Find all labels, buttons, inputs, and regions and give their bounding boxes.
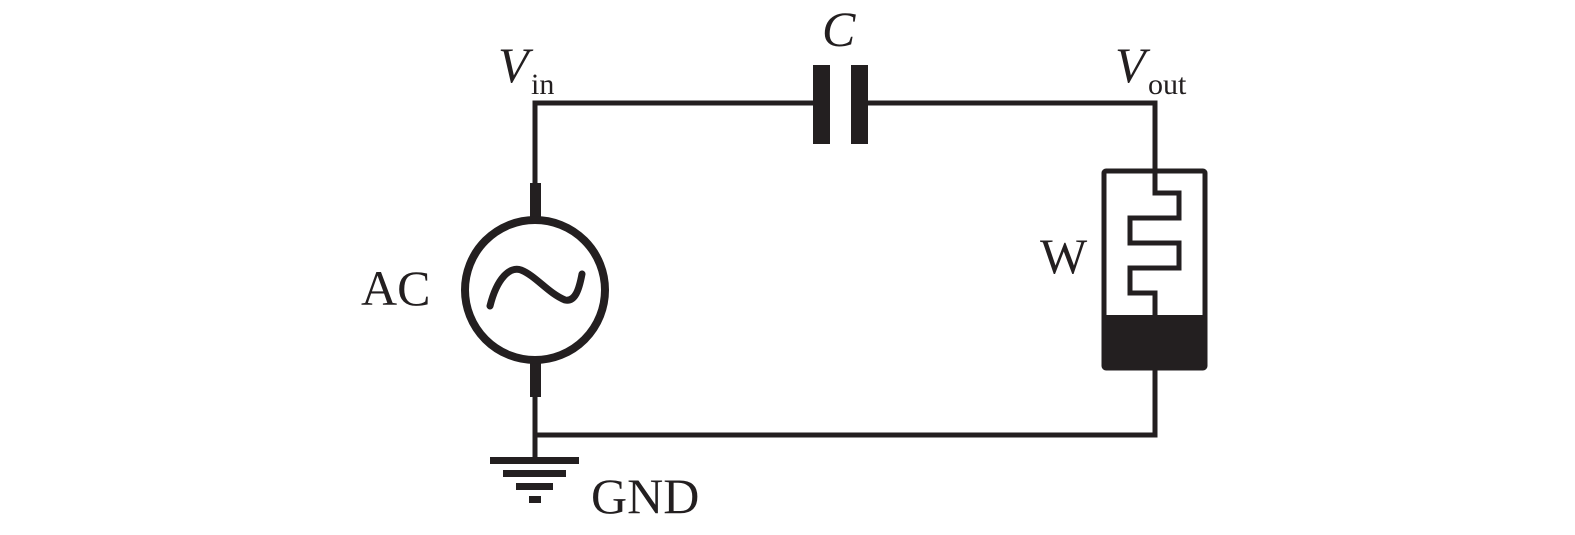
vout-label-symbol: V [1115, 37, 1151, 93]
sensor-w [1101, 168, 1208, 371]
capacitor-right-plate [851, 65, 868, 144]
capacitor [813, 65, 868, 144]
vin-label-subscript: in [531, 68, 554, 101]
sensor-label: W [1040, 228, 1088, 284]
ground-label: GND [591, 468, 699, 524]
wire-bottom [532, 365, 1158, 438]
wire-top-left [532, 100, 820, 218]
sensor-base [1104, 315, 1205, 368]
ac-lead-bottom [530, 362, 541, 397]
ac-source [461, 216, 609, 364]
ac-source-circle [461, 216, 609, 364]
ground-symbol [490, 432, 579, 503]
ac-lead-top [530, 183, 541, 218]
ac-source-label: AC [361, 260, 430, 316]
sine-wave-icon [486, 265, 586, 310]
wire-top-right [862, 100, 1158, 175]
capacitor-left-plate [813, 65, 830, 144]
vin-label-symbol: V [498, 37, 534, 93]
capacitor-label: C [822, 1, 856, 57]
sensor-electrode-meander [1127, 169, 1182, 319]
vout-label-subscript: out [1148, 68, 1187, 101]
